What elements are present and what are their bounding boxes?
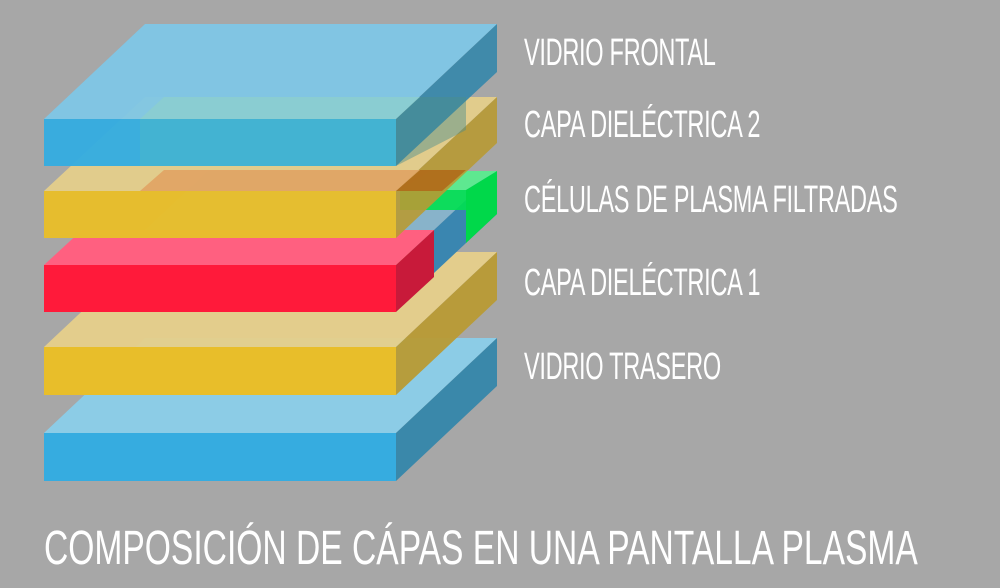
diagram-caption: COMPOSICIÓN DE CÁPAS EN UNA PANTALLA PLA… (44, 522, 918, 575)
layer-label-vidrio-frontal: VIDRIO FRONTAL (524, 32, 716, 74)
layer-label-celulas-plasma: CÉLULAS DE PLASMA FILTRADAS (524, 179, 898, 221)
layer-label-vidrio-trasero: VIDRIO TRASERO (524, 346, 721, 388)
layer-label-capa-dielectrica-2: CAPA DIELÉCTRICA 2 (524, 104, 761, 146)
layer-label-capa-dielectrica-1: CAPA DIELÉCTRICA 1 (524, 262, 761, 304)
layer-vidrio-frontal (44, 24, 497, 166)
